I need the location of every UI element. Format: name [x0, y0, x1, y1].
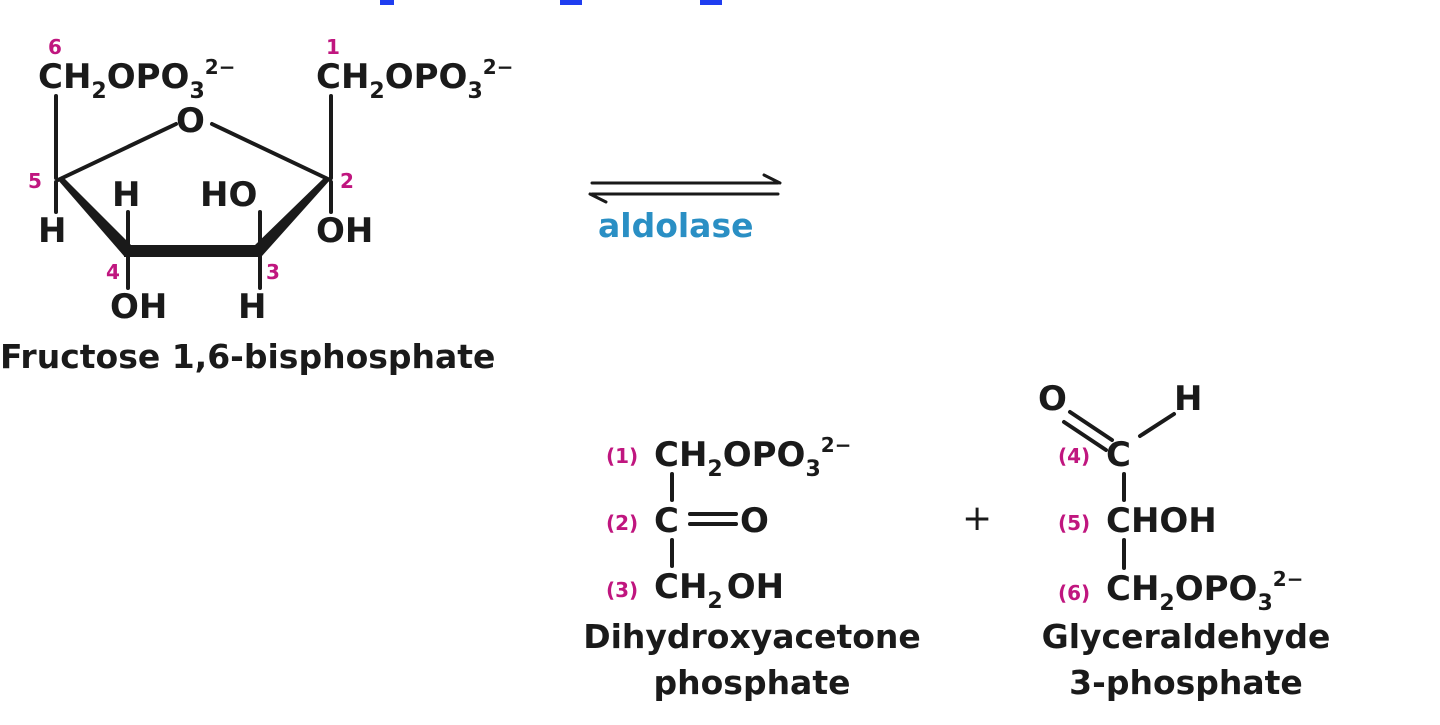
gap-aldehyde-oxygen: O	[1038, 379, 1067, 419]
fructose-name-label: Fructose 1,6-bisphosphate	[0, 337, 495, 376]
gap-charge: 2−	[1273, 567, 1304, 591]
dhap-carbonyl-carbon: C	[654, 501, 679, 541]
carbon-number-4: 4	[106, 260, 120, 284]
gap-double-bond-a	[1068, 410, 1114, 442]
dhap-number-2: (2)	[606, 511, 638, 535]
carbon-number-1: 1	[326, 35, 340, 59]
c6-ch: CH	[38, 57, 91, 97]
dhap-ch: CH	[654, 435, 707, 475]
gap-aldehyde-hydrogen: H	[1174, 379, 1202, 419]
c1-sub2: 2	[369, 79, 384, 104]
gap-sub3: 3	[1257, 591, 1272, 616]
gap-sub2: 2	[1159, 591, 1174, 616]
dhap-row3-oh: OH	[727, 567, 784, 607]
c6-sub2: 2	[91, 79, 106, 104]
dhap-name-line2: phosphate	[654, 663, 851, 702]
c6-sub3: 3	[189, 79, 204, 104]
c6-phosphate-group: CH2OPO32−	[38, 55, 235, 104]
c5-hydrogen: H	[38, 211, 66, 251]
c3-hydrogen: H	[238, 287, 266, 327]
wedge-c5-c4	[58, 176, 132, 256]
gap-row2-chohh: CHOH	[1106, 501, 1217, 541]
carbon-number-6: 6	[48, 35, 62, 59]
c1-charge: 2−	[483, 55, 514, 79]
gap-number-5: (5)	[1058, 511, 1090, 535]
fructose-bisphosphate-structure: 6 1 5 2 4 3 CH2OPO32− CH2OPO32− O	[0, 35, 513, 376]
c1-opo: OPO	[385, 57, 468, 97]
dhap-row3-ch: CH	[654, 567, 707, 607]
dhap-row3-sub2: 2	[707, 589, 722, 614]
dhap-charge: 2−	[821, 433, 852, 457]
carbon-number-2: 2	[340, 169, 354, 193]
enzyme-label-aldolase: aldolase	[598, 206, 753, 245]
c6-opo: OPO	[107, 57, 190, 97]
dhap-carbonyl-oxygen: O	[740, 501, 769, 541]
dhap-sub2: 2	[707, 457, 722, 482]
gap-bond-c-h	[1138, 412, 1176, 438]
dhap-number-3: (3)	[606, 578, 638, 602]
gap-structure: O H (4) (5) (6) C CHOH CH2OPO32− Glycera…	[1038, 379, 1330, 702]
wedge-c2-c3	[254, 176, 330, 256]
carbon-number-5: 5	[28, 169, 42, 193]
c3-hydroxyl: HO	[200, 175, 257, 215]
c2-hydroxyl: OH	[316, 211, 373, 251]
gap-number-6: (6)	[1058, 581, 1090, 605]
reverse-arrow-head	[588, 192, 608, 204]
gap-double-bond-b	[1062, 420, 1108, 452]
bond-c5-o	[56, 122, 178, 182]
dhap-sub3: 3	[805, 457, 820, 482]
gap-number-4: (4)	[1058, 444, 1090, 468]
forward-arrow-head	[762, 173, 782, 185]
gap-row3-phosphate: CH2OPO32−	[1106, 567, 1303, 616]
ring-oxygen: O	[176, 101, 205, 141]
dhap-opo: OPO	[723, 435, 806, 475]
gap-opo: OPO	[1175, 569, 1258, 609]
c1-ch: CH	[316, 57, 369, 97]
gap-name-line1: Glyceraldehyde	[1042, 617, 1331, 656]
c4-hydroxyl: OH	[110, 287, 167, 327]
gap-name-line2: 3-phosphate	[1069, 663, 1303, 702]
c1-sub3: 3	[467, 79, 482, 104]
cropped-title-fragment	[380, 0, 722, 5]
equilibrium-arrows: aldolase	[588, 173, 782, 245]
carbon-number-3: 3	[266, 260, 280, 284]
dhap-name-line1: Dihydroxyacetone	[583, 617, 921, 656]
c6-charge: 2−	[205, 55, 236, 79]
bond-o-c2	[210, 122, 332, 182]
gap-ch: CH	[1106, 569, 1159, 609]
dhap-number-1: (1)	[606, 444, 638, 468]
gap-aldehyde-carbon: C	[1106, 435, 1131, 475]
dhap-row1-phosphate: CH2OPO32−	[654, 433, 851, 482]
plus-sign: +	[962, 498, 992, 539]
c1-phosphate-group: CH2OPO32−	[316, 55, 513, 104]
c4-hydrogen: H	[112, 175, 140, 215]
